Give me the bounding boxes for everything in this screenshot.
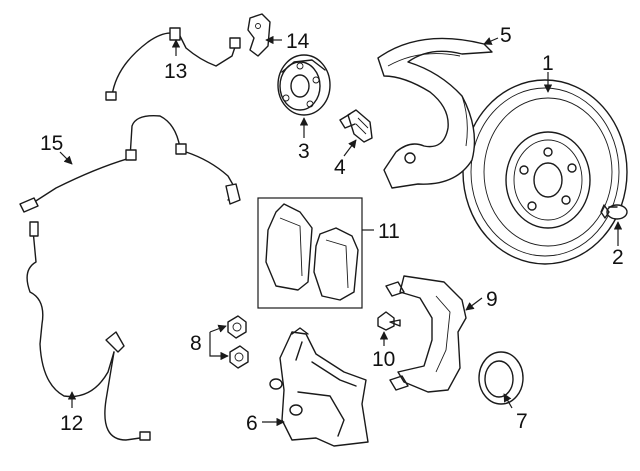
leader-8a [209, 324, 227, 333]
caliper-bracket [385, 275, 467, 393]
leader-9 [465, 297, 483, 311]
rotor-screw [600, 204, 628, 220]
brake-caliper [269, 327, 369, 447]
bracket-bolt [377, 311, 401, 331]
leader-8b [209, 332, 229, 361]
piston-seal [478, 351, 524, 405]
hub-bolt [339, 109, 373, 143]
callout-12: 12 [60, 412, 83, 435]
sensor-bracket-clip [247, 13, 271, 57]
callout-4: 4 [334, 156, 346, 179]
callout-14: 14 [286, 30, 310, 53]
bleeder-valve-lower [229, 345, 249, 369]
callout-15: 15 [40, 132, 63, 155]
callout-10: 10 [372, 348, 395, 371]
splash-shield [377, 37, 493, 189]
callout-2: 2 [612, 246, 624, 269]
pad-set-box [257, 197, 363, 309]
brake-rotor [462, 79, 628, 265]
lower-wear-sensor [26, 221, 151, 441]
callout-6: 6 [246, 412, 258, 435]
callout-3: 3 [298, 140, 310, 163]
callout-13: 13 [164, 60, 187, 83]
bleeder-valve-upper [227, 315, 247, 339]
callout-11: 11 [378, 220, 400, 243]
callout-numbers: 1 2 3 4 5 6 7 8 9 10 11 12 13 14 15 [40, 24, 624, 435]
abs-sensor-harness [19, 115, 241, 213]
callout-5: 5 [500, 24, 512, 47]
abs-sensor-wire-upper [105, 27, 241, 101]
leader-4 [343, 139, 357, 157]
wheel-hub [277, 54, 331, 116]
leader-7 [503, 393, 513, 409]
callout-1: 1 [542, 52, 554, 75]
callout-8: 8 [190, 332, 202, 355]
callout-9: 9 [486, 288, 498, 311]
leader-lines [59, 35, 623, 427]
brake-pad-set [257, 197, 363, 309]
leader-5 [483, 37, 499, 45]
leader-15 [59, 151, 73, 165]
callout-7: 7 [516, 410, 528, 433]
